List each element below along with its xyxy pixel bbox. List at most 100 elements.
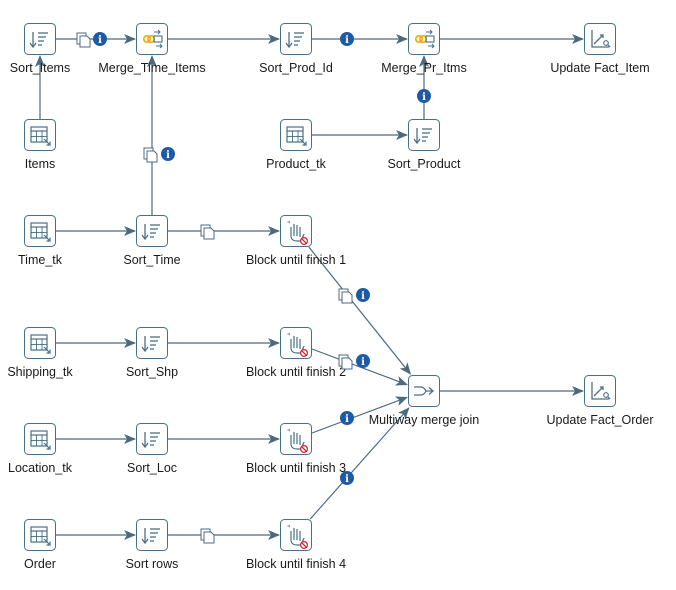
info-icon[interactable]: i — [417, 89, 431, 103]
merge-join-icon — [415, 29, 435, 49]
copy-rows-icon — [338, 288, 353, 304]
step-items[interactable] — [24, 119, 56, 151]
step-label: Product_tk — [266, 157, 327, 171]
sort-icon — [141, 528, 160, 545]
step-label: Merge_Pr_Itms — [381, 61, 466, 75]
step-box[interactable] — [136, 23, 168, 55]
info-icon[interactable]: i — [161, 147, 175, 161]
step-box[interactable] — [408, 375, 440, 407]
block-icon: " — [287, 220, 309, 246]
step-box[interactable] — [136, 423, 168, 455]
step-label: Update Fact_Order — [547, 413, 654, 427]
step-order[interactable] — [24, 519, 56, 551]
step-sort-time[interactable] — [136, 215, 168, 247]
hop-block4-to-multiway[interactable] — [309, 407, 410, 520]
svg-text:i: i — [361, 357, 365, 368]
block-icon: " — [287, 332, 309, 358]
svg-text:": " — [287, 428, 291, 437]
insert-update-icon — [591, 30, 611, 48]
step-label: Items — [25, 157, 56, 171]
step-label: Sort_Product — [388, 157, 461, 171]
sort-icon — [413, 128, 432, 145]
step-sort-rows[interactable] — [136, 519, 168, 551]
sort-icon — [141, 432, 160, 449]
copy-rows-icon — [200, 224, 215, 240]
info-icon[interactable]: i — [356, 288, 370, 302]
step-sort-product[interactable] — [408, 119, 440, 151]
step-label: Multiway merge join — [369, 413, 480, 427]
info-icon[interactable]: i — [340, 471, 354, 485]
copy-rows-icon — [143, 147, 158, 163]
step-label: Block until finish 4 — [246, 557, 346, 571]
step-label: Sort_Loc — [127, 461, 177, 475]
step-block4[interactable]: " — [280, 519, 312, 551]
step-box[interactable] — [24, 423, 56, 455]
step-sort-items[interactable] — [24, 23, 56, 55]
step-box[interactable] — [24, 519, 56, 551]
copy-rows-icon — [200, 528, 215, 544]
info-icon[interactable]: i — [356, 354, 370, 368]
copy-rows-icon — [338, 354, 353, 370]
svg-text:": " — [287, 220, 291, 229]
sort-icon — [141, 224, 160, 241]
step-label: Sort_Prod_Id — [259, 61, 333, 75]
step-box[interactable] — [408, 23, 440, 55]
step-time-tk[interactable] — [24, 215, 56, 247]
step-multiway[interactable] — [408, 375, 440, 407]
multiway-merge-icon — [414, 386, 434, 396]
step-block2[interactable]: " — [280, 327, 312, 359]
table-input-icon — [286, 126, 307, 146]
step-box[interactable] — [24, 119, 56, 151]
step-update-fact-order[interactable] — [584, 375, 616, 407]
info-icon[interactable]: i — [340, 32, 354, 46]
table-input-icon — [30, 430, 51, 450]
sort-icon — [141, 336, 160, 353]
step-sort-shp[interactable] — [136, 327, 168, 359]
step-box[interactable] — [584, 23, 616, 55]
svg-text:i: i — [422, 92, 426, 103]
step-box[interactable] — [24, 215, 56, 247]
insert-update-icon — [591, 382, 611, 400]
sort-icon — [285, 32, 304, 49]
svg-text:i: i — [345, 414, 349, 425]
step-box[interactable] — [408, 119, 440, 151]
hop-block3-to-multiway[interactable] — [311, 396, 408, 434]
svg-text:i: i — [345, 35, 349, 46]
info-icon[interactable]: i — [93, 32, 107, 46]
svg-text:i: i — [361, 291, 365, 302]
table-input-icon — [30, 126, 51, 146]
table-input-icon — [30, 222, 51, 242]
step-box[interactable] — [584, 375, 616, 407]
step-label: Order — [24, 557, 56, 571]
svg-text:i: i — [345, 474, 349, 485]
step-sort-loc[interactable] — [136, 423, 168, 455]
step-update-fact-item[interactable] — [584, 23, 616, 55]
step-box[interactable] — [280, 23, 312, 55]
info-icon[interactable]: i — [340, 411, 354, 425]
step-box[interactable] — [136, 215, 168, 247]
step-merge-pr-itms[interactable] — [408, 23, 440, 55]
step-label: Time_tk — [18, 253, 63, 267]
step-block1[interactable]: " — [280, 215, 312, 247]
step-label: Location_tk — [8, 461, 73, 475]
step-box[interactable] — [136, 327, 168, 359]
step-block3[interactable]: " — [280, 423, 312, 455]
hop-block1-to-multiway[interactable] — [308, 246, 412, 375]
step-box[interactable] — [24, 327, 56, 359]
step-merge-time-items[interactable] — [136, 23, 168, 55]
step-label: Sort_Time — [123, 253, 180, 267]
step-box[interactable] — [24, 23, 56, 55]
svg-text:": " — [287, 524, 291, 533]
table-input-icon — [30, 334, 51, 354]
step-shipping-tk[interactable] — [24, 327, 56, 359]
step-sort-prod-id[interactable] — [280, 23, 312, 55]
step-product-tk[interactable] — [280, 119, 312, 151]
copy-rows-icon — [76, 32, 91, 48]
step-box[interactable] — [136, 519, 168, 551]
step-box[interactable] — [280, 119, 312, 151]
svg-text:i: i — [166, 150, 170, 161]
sort-icon — [29, 32, 48, 49]
step-label: Merge_Time_Items — [98, 61, 205, 75]
step-location-tk[interactable] — [24, 423, 56, 455]
